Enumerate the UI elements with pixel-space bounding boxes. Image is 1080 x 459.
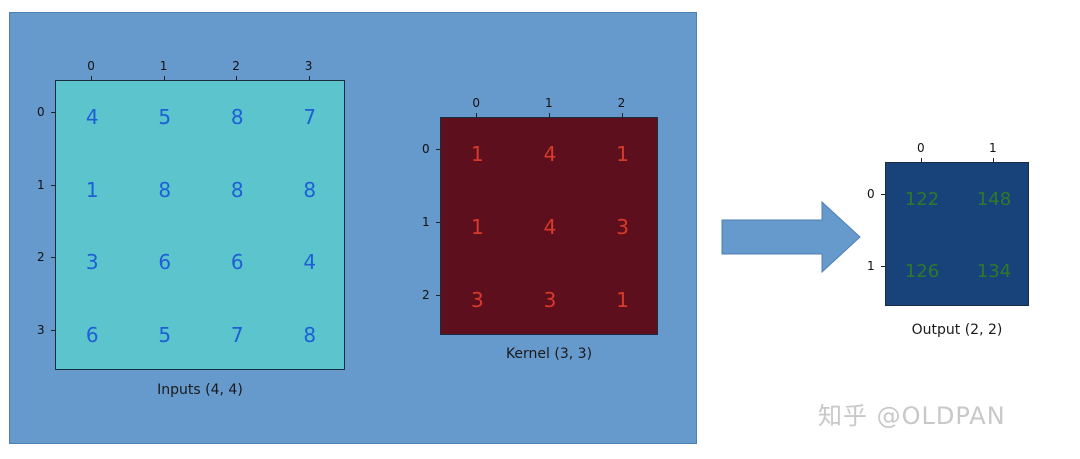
output-cell: 134 <box>976 260 1012 282</box>
kernel-cell: 3 <box>616 214 630 239</box>
inputs-row-tickmark <box>51 184 55 186</box>
inputs-col-tick-label: 1 <box>159 59 168 73</box>
kernel-row-tick-label: 0 <box>422 142 430 157</box>
kernel-row-tick-label: 2 <box>422 287 430 302</box>
inputs-cell: 4 <box>85 105 99 130</box>
output-col-tick-label: 1 <box>989 141 997 155</box>
kernel-caption: Kernel (3, 3) <box>505 346 593 362</box>
kernel-col-tickmark <box>621 113 623 117</box>
inputs-cell: 6 <box>158 250 172 275</box>
inputs-col-tickmark <box>236 76 238 80</box>
kernel-row-tickmark <box>436 294 440 296</box>
inputs-row-tickmark <box>51 257 55 259</box>
output-caption: Output (2, 2) <box>911 322 1003 338</box>
inputs-cell: 7 <box>303 105 317 130</box>
output-cell: 148 <box>976 188 1012 210</box>
inputs-col-tick-label: 2 <box>232 59 240 73</box>
inputs-cell: 4 <box>303 250 317 275</box>
arrow-icon <box>721 200 861 274</box>
kernel-cell: 1 <box>616 287 630 312</box>
output-row-tick-label: 1 <box>867 259 875 273</box>
inputs-matrix: 4 5 8 7 1 8 8 8 3 6 6 4 6 5 7 8 <box>55 80 345 370</box>
inputs-cell: 8 <box>230 177 244 202</box>
inputs-col-tickmark <box>163 76 165 80</box>
inputs-col-tick-label: 3 <box>304 59 313 73</box>
kernel-col-tick-label: 0 <box>472 96 480 110</box>
output-row-tickmark <box>881 194 885 195</box>
kernel-col-tick-label: 1 <box>545 96 553 110</box>
inputs-cell: 8 <box>158 177 172 202</box>
output-col-tick-label: 0 <box>917 141 925 155</box>
output-col-tickmark <box>993 158 994 162</box>
inputs-row-tickmark <box>51 329 55 331</box>
inputs-cell: 1 <box>85 177 99 202</box>
kernel-row-tickmark <box>436 149 440 151</box>
kernel-cell: 3 <box>543 287 557 312</box>
output-cell: 122 <box>904 188 940 210</box>
output-matrix: 122 148 126 134 <box>885 162 1029 306</box>
output-row-tick-label: 0 <box>867 187 875 201</box>
kernel-cell: 4 <box>543 142 557 167</box>
inputs-row-tick-label: 0 <box>37 105 45 120</box>
inputs-col-tick-label: 0 <box>87 59 95 73</box>
kernel-matrix: 1 4 1 1 4 3 3 3 1 <box>440 117 658 335</box>
inputs-row-tickmark <box>51 112 55 114</box>
inputs-col-tickmark <box>91 76 93 80</box>
inputs-cell: 5 <box>158 322 172 347</box>
kernel-row-tickmark <box>436 222 440 223</box>
output-row-tickmark <box>881 266 885 267</box>
kernel-row-tick-label: 1 <box>422 215 430 229</box>
kernel-cell: 3 <box>470 287 484 312</box>
output-cell: 126 <box>904 260 940 282</box>
inputs-col-tickmark <box>308 76 310 80</box>
inputs-cell: 7 <box>230 322 244 347</box>
inputs-cell: 5 <box>158 105 172 130</box>
output-col-tickmark <box>921 158 922 162</box>
inputs-cell: 8 <box>303 177 317 202</box>
kernel-cell: 4 <box>543 214 557 239</box>
inputs-row-tick-label: 2 <box>37 250 45 265</box>
inputs-row-tick-label: 3 <box>37 322 45 337</box>
inputs-cell: 8 <box>230 105 244 130</box>
inputs-caption: Inputs (4, 4) <box>157 382 243 398</box>
kernel-cell: 1 <box>470 142 484 167</box>
kernel-cell: 1 <box>616 142 630 167</box>
kernel-col-tickmark <box>549 113 550 117</box>
inputs-row-tick-label: 1 <box>37 177 45 192</box>
kernel-col-tickmark <box>476 113 478 117</box>
inputs-cell: 3 <box>85 250 99 275</box>
inputs-cell: 8 <box>303 322 317 347</box>
inputs-cell: 6 <box>85 322 99 347</box>
inputs-cell: 6 <box>230 250 244 275</box>
watermark: 知乎 @OLDPAN <box>818 402 1006 430</box>
kernel-col-tick-label: 2 <box>617 96 626 110</box>
kernel-cell: 1 <box>470 214 484 239</box>
